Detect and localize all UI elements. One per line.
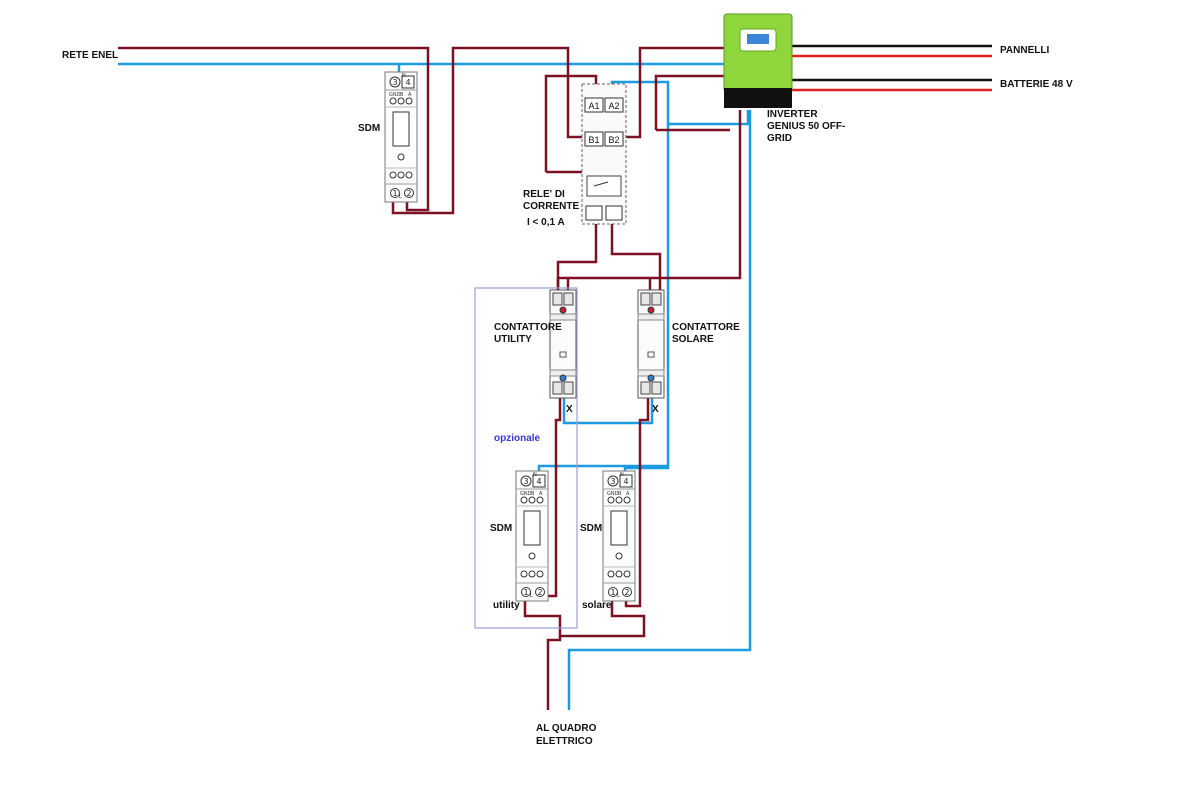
contactor-utility-mark: X <box>566 404 573 415</box>
phase-meter-l1 <box>391 46 588 215</box>
inverter <box>723 13 793 108</box>
neutral-contactors <box>562 386 654 425</box>
sdm-meter-solare: 3 4 N GND B A 1 2 L <box>602 470 636 602</box>
label-rele-1: RELE' DI <box>523 189 565 200</box>
svg-text:B2: B2 <box>608 135 619 145</box>
svg-text:N: N <box>533 472 537 478</box>
svg-text:B1: B1 <box>588 135 599 145</box>
contactor-solare <box>637 289 665 399</box>
svg-text:3: 3 <box>523 477 528 486</box>
phase-wires <box>118 46 742 710</box>
phase-main-line <box>118 46 430 212</box>
label-inverter-1: INVERTER <box>767 109 818 120</box>
phase-relay-14 <box>610 218 662 293</box>
neutral-to-quadro <box>567 110 752 710</box>
phase-relay-b2 <box>622 46 724 139</box>
sdm-meter-top: 3 4 N GND B A 1 2 L <box>384 71 418 203</box>
svg-text:A: A <box>626 491 630 497</box>
svg-text:N: N <box>620 472 624 478</box>
pv-battery-wires <box>792 44 992 92</box>
svg-text:N: N <box>402 73 406 79</box>
svg-text:2: 2 <box>406 189 411 198</box>
contactor-utility <box>549 289 577 399</box>
contactor-solare-mark: X <box>652 404 659 415</box>
label-opzionale: opzionale <box>494 433 541 444</box>
label-contattore-utility-1: CONTATTORE <box>494 322 562 333</box>
label-contattore-solare-2: SOLARE <box>672 334 714 345</box>
svg-text:1: 1 <box>392 189 397 198</box>
svg-text:4: 4 <box>623 477 628 486</box>
svg-text:1: 1 <box>610 588 615 597</box>
svg-text:A: A <box>408 92 412 98</box>
current-relay: A1 A2 B1 B2 <box>581 83 627 225</box>
label-quadro-2: ELETTRICO <box>536 736 593 747</box>
label-rete-enel: RETE ENEL <box>62 50 118 61</box>
svg-text:2: 2 <box>537 588 542 597</box>
svg-text:2: 2 <box>624 588 629 597</box>
svg-text:A1: A1 <box>588 101 599 111</box>
label-rele-2: CORRENTE <box>523 201 579 212</box>
label-contattore-solare-1: CONTATTORE <box>672 322 740 333</box>
label-solare: solare <box>582 600 612 611</box>
sdm-meter-utility: 3 4 N GND B A 1 2 L <box>515 470 549 602</box>
optional-box <box>474 287 578 629</box>
phase-solare-out <box>624 384 650 608</box>
svg-text:B: B <box>531 491 535 497</box>
svg-text:A: A <box>539 491 543 497</box>
label-contattore-utility-2: UTILITY <box>494 334 532 345</box>
phase-relay-11 <box>556 218 598 293</box>
svg-text:4: 4 <box>536 477 541 486</box>
svg-text:GND: GND <box>607 491 619 497</box>
svg-text:B: B <box>400 92 404 98</box>
phase-to-quadro <box>546 636 562 710</box>
svg-text:3: 3 <box>610 477 615 486</box>
label-sdm-solare: SDM <box>580 523 602 534</box>
svg-text:A2: A2 <box>608 101 619 111</box>
phase-utility-in <box>523 588 646 638</box>
neutral-inverter-out <box>668 110 750 126</box>
svg-text:L: L <box>617 593 620 599</box>
svg-text:L: L <box>399 194 402 200</box>
labels: RETE ENEL PANNELLI BATTERIE 48 V INVERTE… <box>62 45 1073 747</box>
label-sdm-utility: SDM <box>490 523 512 534</box>
svg-text:3: 3 <box>392 78 397 87</box>
label-inverter-3: GRID <box>767 133 792 144</box>
label-quadro-1: AL QUADRO <box>536 723 597 734</box>
label-pannelli: PANNELLI <box>1000 45 1049 56</box>
svg-text:1: 1 <box>523 588 528 597</box>
label-sdm-top: SDM <box>358 123 380 134</box>
svg-text:GND: GND <box>389 92 401 98</box>
phase-inverter-a <box>654 74 724 130</box>
label-rele-3: I < 0,1 A <box>527 217 565 228</box>
svg-text:B: B <box>618 491 622 497</box>
svg-text:L: L <box>530 593 533 599</box>
svg-text:GND: GND <box>520 491 532 497</box>
label-inverter-2: GENIUS 50 OFF- <box>767 121 845 132</box>
label-batterie: BATTERIE 48 V <box>1000 79 1073 90</box>
svg-text:4: 4 <box>405 78 410 87</box>
label-utility: utility <box>493 600 520 611</box>
